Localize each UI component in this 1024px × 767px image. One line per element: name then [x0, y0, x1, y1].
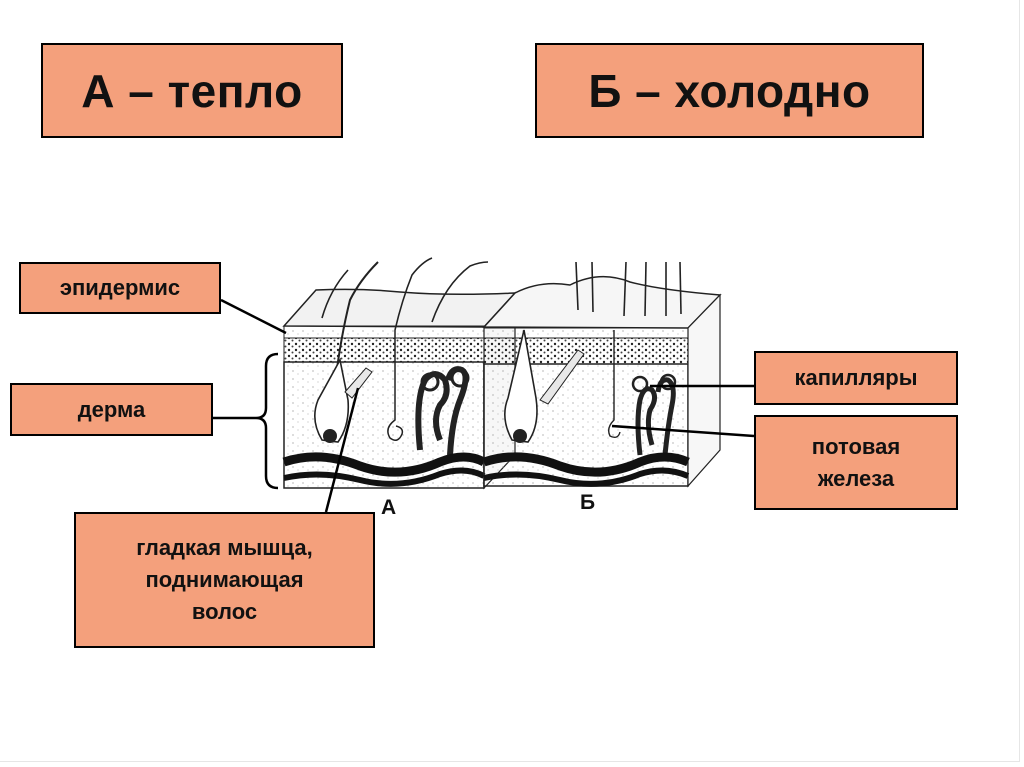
label-sweat-gland-text: потовая железа: [811, 433, 901, 491]
title-cold-text: Б – холодно: [588, 64, 871, 117]
panel-a-block: [282, 257, 517, 490]
label-smooth-muscle-text: гладкая мышца, поднимающая волос: [136, 535, 313, 624]
title-cold-box: Б – холодно: [535, 43, 924, 138]
panel-b-letter: Б: [580, 491, 596, 514]
leader-lines: [213, 298, 755, 513]
label-capillaries-text: капилляры: [794, 365, 918, 391]
dermis-brace: [255, 352, 279, 490]
epidermis-leader-line: [220, 298, 287, 335]
title-warm-text: А – тепло: [81, 64, 303, 117]
label-dermis-box: дерма: [10, 383, 213, 436]
title-warm-box: А – тепло: [41, 43, 343, 138]
label-capillaries-box: капилляры: [754, 351, 958, 405]
sweat-gland-leader-line: [611, 424, 755, 438]
panel-a-letter: А: [381, 496, 397, 519]
panel-b-block: [482, 261, 722, 488]
label-epidermis-text: эпидермис: [59, 275, 181, 301]
muscle-leader-line: [324, 387, 360, 513]
label-smooth-muscle-box: гладкая мышца, поднимающая волос: [74, 512, 375, 648]
label-dermis-text: дерма: [77, 396, 146, 422]
label-epidermis-box: эпидермис: [19, 262, 221, 314]
label-sweat-gland-box: потовая железа: [754, 415, 958, 510]
